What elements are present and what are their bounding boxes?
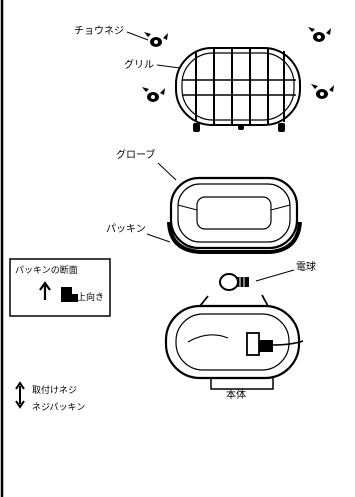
- label-globe: グローブ: [116, 148, 155, 161]
- leader-wing-nut: [126, 31, 149, 41]
- packing-profile: [61, 287, 78, 302]
- mounting-screw-icon: [15, 381, 25, 409]
- up-arrow: [39, 281, 51, 300]
- label-face-up: 上向き: [77, 291, 104, 303]
- grille: [175, 47, 301, 126]
- leader-bulb: [255, 269, 295, 282]
- label-body: 本体: [226, 388, 246, 401]
- packing-ring: [167, 221, 302, 254]
- label-wing-nut: チョウネジ: [74, 25, 124, 37]
- wing-nut-top-right: [308, 27, 331, 42]
- packing-section-title: パッキンの断面: [15, 264, 78, 276]
- wing-nut-top-left: [144, 32, 168, 47]
- grille-feet: [193, 123, 285, 132]
- label-packing: パッキン: [106, 223, 146, 235]
- globe: [169, 176, 299, 250]
- bulb: [219, 273, 249, 291]
- leader-globe: [157, 162, 177, 181]
- lamp-body: [164, 294, 301, 390]
- wing-nut-bottom-left: [142, 87, 165, 102]
- label-bulb: 電球: [296, 260, 316, 273]
- label-grille: グリル: [124, 58, 154, 71]
- packing-section-box: パッキンの断面 上向き: [9, 258, 111, 317]
- socket-assembly: [187, 332, 304, 356]
- label-mounting-screw: 取付けネジ: [32, 385, 77, 396]
- label-screw-packing: ネジパッキン: [32, 402, 85, 413]
- leader-packing: [146, 233, 171, 243]
- wing-nut-bottom-right: [311, 84, 334, 99]
- leader-grille: [156, 64, 181, 69]
